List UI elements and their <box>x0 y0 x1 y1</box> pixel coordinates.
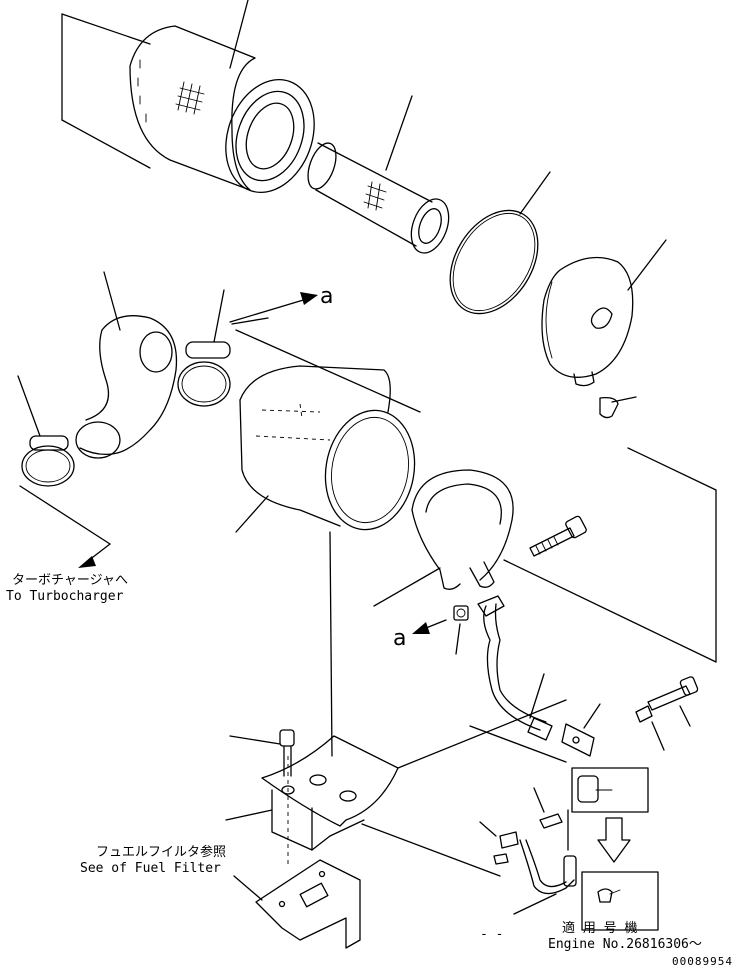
indicator-hose <box>477 595 553 741</box>
engine-serial-label-jp: 適 用 号 機 <box>562 921 638 936</box>
arrow-a-bottom <box>412 619 447 634</box>
hose-clamp-right <box>177 289 231 407</box>
air-cleaner-body <box>231 317 421 757</box>
band-bolt <box>529 515 587 557</box>
bracket-bolt <box>229 729 295 777</box>
mounting-band <box>373 469 717 663</box>
dash-mark: - - <box>480 927 504 942</box>
inner-safety-element <box>307 95 450 254</box>
engine-serial-label-en: Engine No.26816306～ <box>548 937 702 952</box>
hose-clamp-left <box>17 375 75 487</box>
section-marker-a-bottom: a <box>393 626 407 651</box>
arrow-a-top <box>229 292 318 323</box>
o-ring <box>449 171 551 315</box>
turbocharger-label-jp: ターボチャージャへ <box>12 573 128 588</box>
band-nut <box>453 605 469 655</box>
sensor-harness <box>361 787 577 915</box>
section-marker-a-top: a <box>320 284 334 309</box>
fuel-filter-label-en: See of Fuel Filter <box>80 861 221 876</box>
elbow-hose <box>75 271 178 459</box>
drawing-number: 00089954 <box>672 955 733 968</box>
leader-box-right <box>627 447 717 663</box>
fuel-filter-bracket <box>233 859 361 949</box>
fuel-filter-label-jp: フュエルフイルタ参照 <box>96 845 227 860</box>
turbocharger-label-en: To Turbocharger <box>6 589 124 604</box>
turbocharger-arrow <box>19 485 111 568</box>
mounting-bracket <box>225 699 567 866</box>
cleaner-cover <box>541 239 667 419</box>
indicator-bolt <box>635 676 699 751</box>
vacuum-switch-detail <box>571 767 659 931</box>
outer-filter-element <box>61 0 315 194</box>
